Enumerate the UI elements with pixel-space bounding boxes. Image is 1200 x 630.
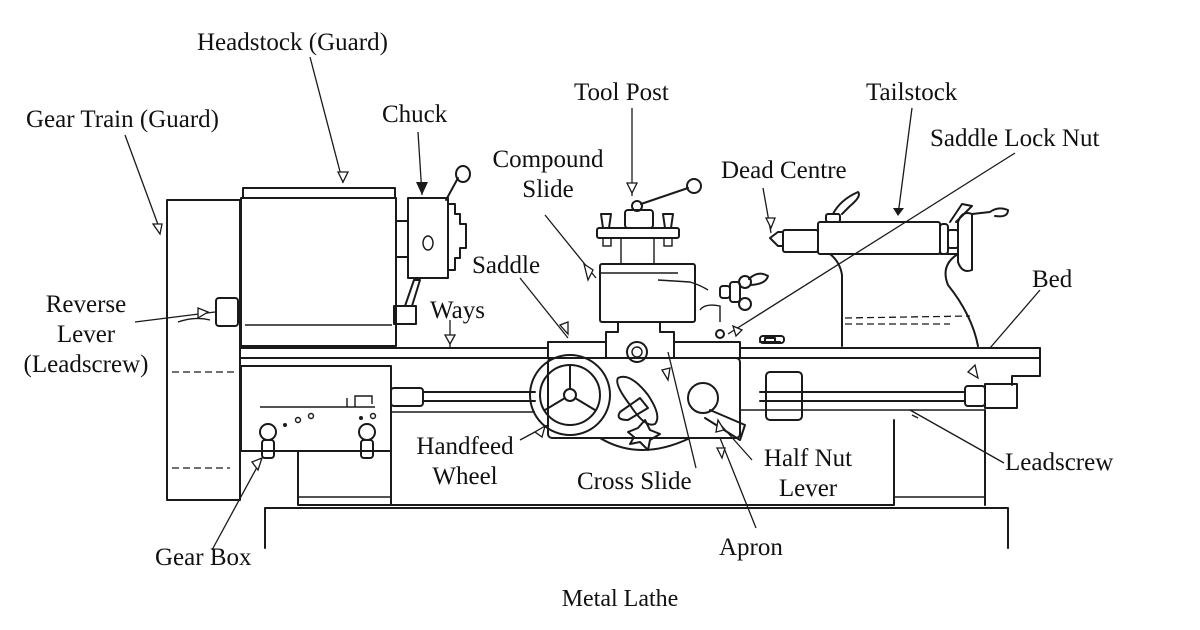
headstock xyxy=(240,187,397,347)
gear-box xyxy=(240,365,392,506)
label-saddle-lock-nut: Saddle Lock Nut xyxy=(930,125,1100,152)
saddle xyxy=(547,341,741,359)
label-bed: Bed xyxy=(1032,266,1073,293)
apron xyxy=(547,357,741,451)
label-half-nut-lever: Half Nut Lever xyxy=(752,444,864,504)
figure-caption: Metal Lathe xyxy=(561,586,679,612)
label-reverse-lever-line1: Reverse xyxy=(45,291,127,318)
label-chuck: Chuck xyxy=(382,101,448,128)
reverse-lever xyxy=(177,297,239,327)
label-reverse-lever-line2: Lever xyxy=(56,321,116,348)
leader-lines xyxy=(124,56,1041,551)
label-dead-centre: Dead Centre xyxy=(721,157,847,184)
label-ways: Ways xyxy=(430,297,485,324)
label-gear-train-guard: Gear Train (Guard) xyxy=(26,106,220,133)
label-half-nut-lever-line2: Lever xyxy=(778,475,838,502)
tool-post xyxy=(596,178,702,264)
label-gear-box: Gear Box xyxy=(155,544,252,571)
label-tailstock: Tailstock xyxy=(866,79,958,106)
lathe-base xyxy=(264,507,1009,549)
label-half-nut-lever-line1: Half Nut xyxy=(763,445,853,472)
label-reverse-lever-line3: (Leadscrew) xyxy=(23,351,149,378)
label-compound-slide: Compound Slide xyxy=(484,145,612,205)
leadscrew xyxy=(390,383,1018,413)
label-reverse-lever: Reverse Lever (Leadscrew) xyxy=(12,290,160,380)
label-headstock-guard: Headstock (Guard) xyxy=(197,29,388,56)
label-apron: Apron xyxy=(719,534,783,561)
label-tool-post: Tool Post xyxy=(574,79,669,106)
saddle-lock-nut xyxy=(715,329,803,421)
label-compound-slide-line1: Compound xyxy=(492,146,604,173)
label-compound-slide-line2: Slide xyxy=(522,176,574,203)
label-leadscrew: Leadscrew xyxy=(1005,449,1114,476)
label-saddle: Saddle xyxy=(472,252,541,279)
label-handfeed-wheel-line2: Wheel xyxy=(432,463,498,490)
gear-train-guard xyxy=(166,199,241,501)
label-handfeed-wheel: Handfeed Wheel xyxy=(406,432,524,492)
label-cross-slide: Cross Slide xyxy=(577,468,692,495)
cross-slide xyxy=(605,321,675,363)
handfeed-wheel xyxy=(529,354,611,436)
bed-body xyxy=(390,409,986,506)
compound-slide xyxy=(599,263,769,323)
chuck xyxy=(393,165,471,325)
label-handfeed-wheel-line1: Handfeed xyxy=(416,433,514,460)
tailstock xyxy=(769,191,1009,347)
cross-slide-handle xyxy=(616,375,661,451)
